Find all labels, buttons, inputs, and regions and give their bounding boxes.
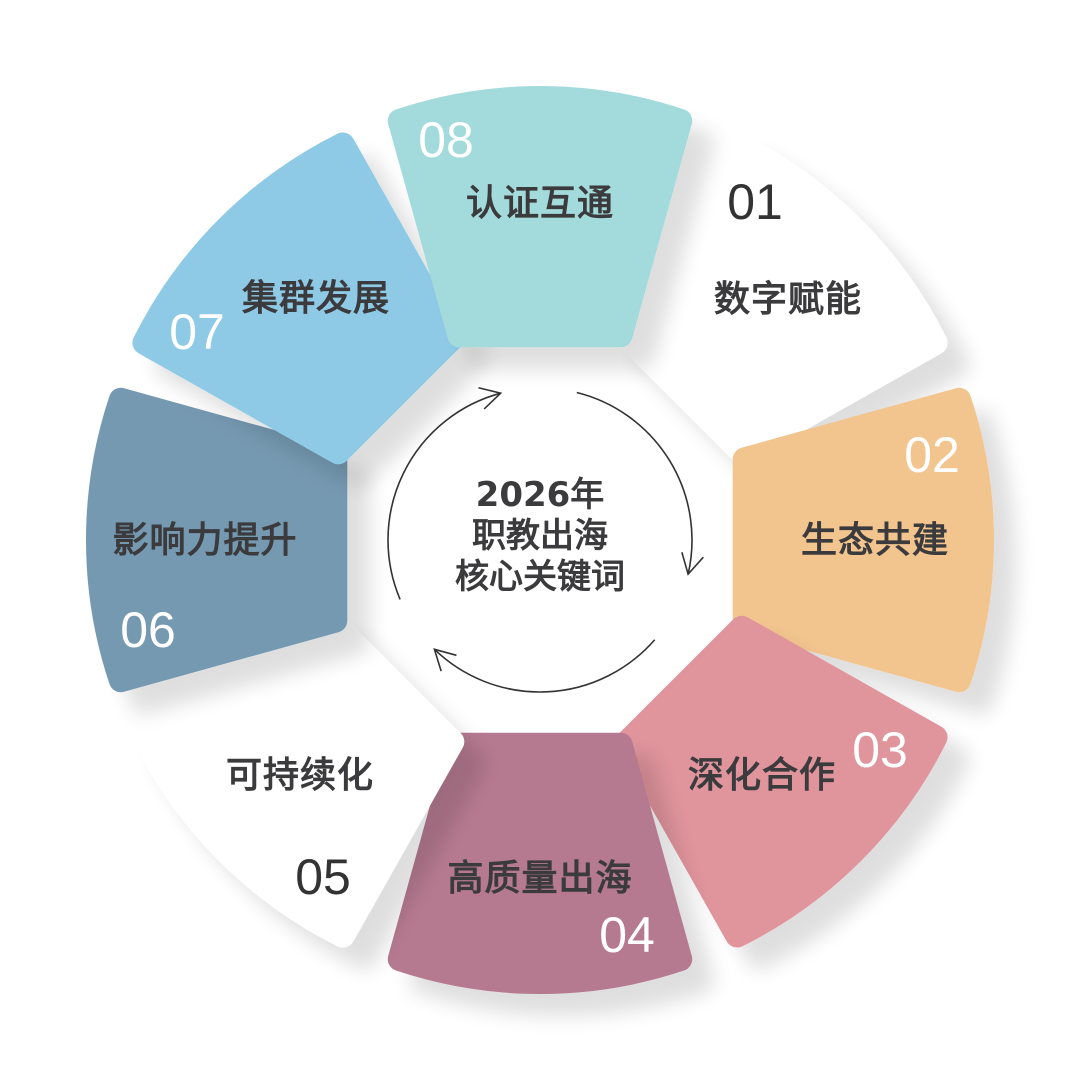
cycle-arrow-arc bbox=[387, 392, 501, 600]
cycle-arrows bbox=[387, 386, 704, 693]
segment-label-02: 生态共建 bbox=[800, 520, 950, 561]
segment-label-05: 可持续化 bbox=[225, 755, 375, 796]
segment-label-08: 认证互通 bbox=[465, 183, 615, 224]
segment-number-05: 05 bbox=[295, 849, 351, 905]
segment-label-01: 数字赋能 bbox=[713, 279, 863, 320]
segment-label-07: 集群发展 bbox=[241, 278, 391, 319]
segment-number-06: 06 bbox=[120, 602, 176, 658]
segment-04 bbox=[387, 732, 693, 994]
segment-number-02: 02 bbox=[904, 427, 960, 483]
segment-07 bbox=[132, 132, 465, 465]
cycle-arrow-arc bbox=[576, 391, 693, 575]
segment-01 bbox=[615, 132, 948, 465]
center-title: 2026年 职教出海 核心关键词 bbox=[455, 475, 625, 597]
segment-08 bbox=[387, 86, 693, 348]
arrowhead-icon bbox=[478, 386, 503, 410]
segment-number-01: 01 bbox=[727, 174, 783, 230]
segment-label-03: 深化合作 bbox=[687, 755, 837, 796]
segment-label-04: 高质量出海 bbox=[447, 858, 633, 899]
cycle-arrow-arc bbox=[433, 639, 656, 693]
center-title-line1: 2026年 bbox=[475, 474, 605, 515]
arrowhead-icon bbox=[681, 552, 704, 576]
segment-02 bbox=[732, 387, 994, 693]
center-title-line2: 职教出海 bbox=[472, 515, 608, 556]
segment-number-07: 07 bbox=[169, 304, 225, 360]
center-title-line3: 核心关键词 bbox=[455, 556, 625, 597]
segment-03 bbox=[615, 615, 948, 948]
segment-label-06: 影响力提升 bbox=[112, 520, 298, 561]
segment-05 bbox=[132, 615, 465, 948]
segment-06 bbox=[86, 387, 348, 693]
segment-number-03: 03 bbox=[852, 722, 908, 778]
arrowhead-icon bbox=[433, 648, 457, 672]
segment-number-08: 08 bbox=[418, 112, 474, 168]
segment-number-04: 04 bbox=[599, 907, 655, 963]
